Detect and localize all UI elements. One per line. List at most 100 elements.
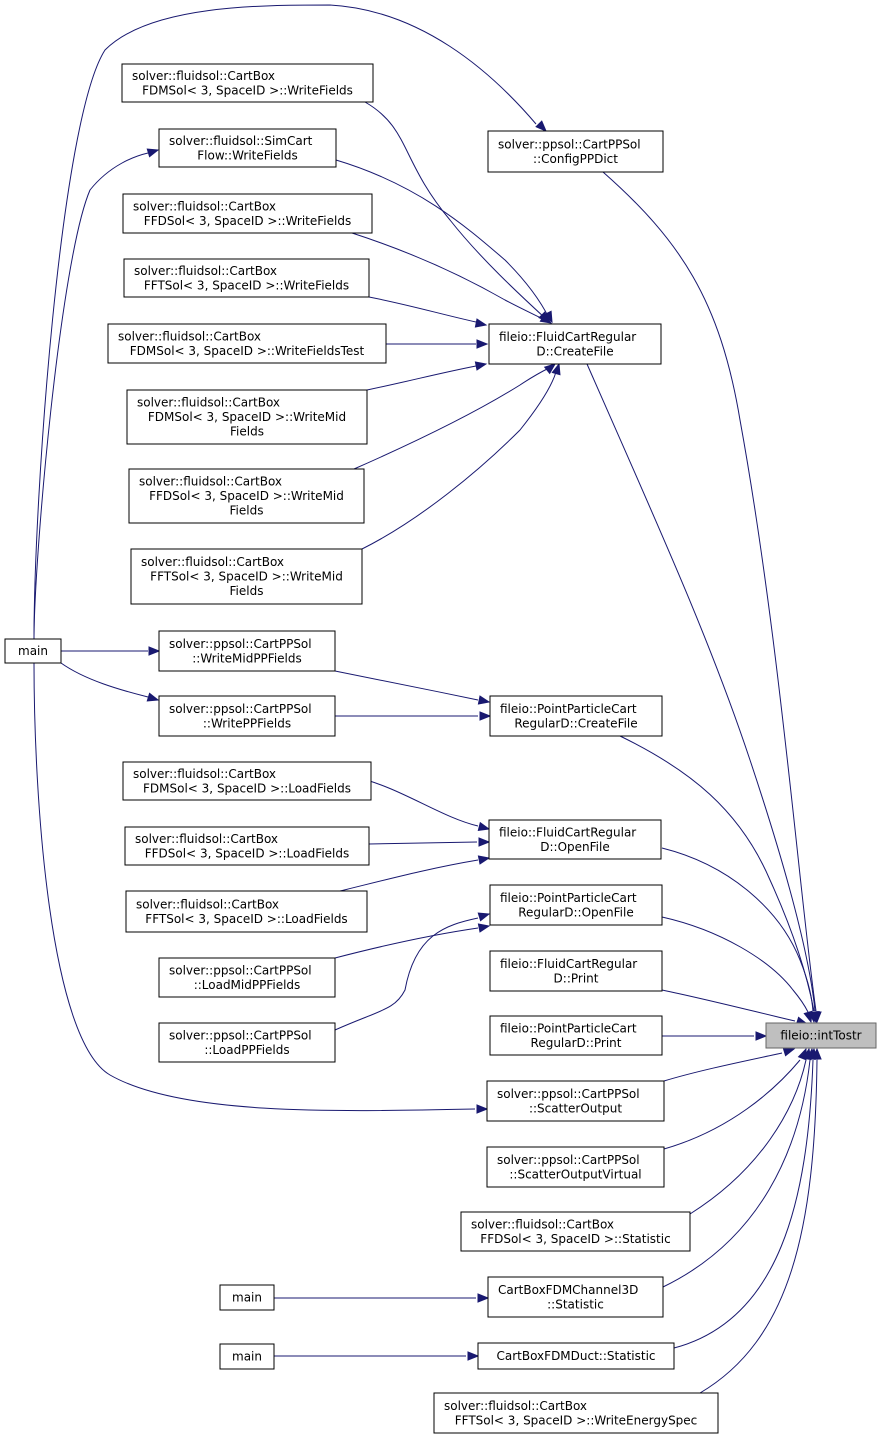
node-box[interactable] bbox=[126, 389, 368, 445]
node-label-line: main bbox=[18, 644, 48, 658]
edge-writeppfields-to-pp_createfile bbox=[335, 711, 492, 721]
node-label-line: ::ConfigPPDict bbox=[533, 152, 618, 166]
node-box[interactable] bbox=[219, 1284, 275, 1311]
edge-arrowhead bbox=[477, 695, 491, 705]
node-main3[interactable]: main bbox=[219, 1343, 275, 1370]
edge-line bbox=[661, 989, 796, 1022]
node-box[interactable] bbox=[487, 130, 664, 173]
node-label-line: CartBoxFDMDuct::Statistic bbox=[496, 1349, 655, 1363]
node-loadppfields[interactable]: solver::ppsol::CartPPSol::LoadPPFields bbox=[158, 1022, 336, 1063]
edge-fdm_loadfields-to-fluid_openfile bbox=[354, 776, 491, 832]
node-scatteroutputvirtual[interactable]: solver::ppsol::CartPPSol::ScatterOutputV… bbox=[486, 1146, 665, 1188]
node-box[interactable] bbox=[128, 468, 365, 524]
edge-line bbox=[368, 841, 478, 845]
node-main2[interactable]: main bbox=[219, 1284, 275, 1311]
node-label-line: FDMSol< 3, SpaceID >::LoadFields bbox=[143, 781, 351, 795]
node-intTostr[interactable]: fileio::intTostr bbox=[765, 1022, 877, 1049]
node-box[interactable] bbox=[124, 826, 370, 866]
node-box[interactable] bbox=[489, 884, 663, 926]
node-configppdict[interactable]: solver::ppsol::CartPPSol::ConfigPPDict bbox=[487, 130, 664, 173]
node-main1[interactable]: main bbox=[4, 638, 62, 664]
node-label-line: Flow::WriteFields bbox=[197, 148, 297, 162]
edge-line bbox=[364, 101, 546, 319]
node-writemidppfields[interactable]: solver::ppsol::CartPPSol::WriteMidPPFiel… bbox=[158, 630, 336, 672]
node-channel_statistic[interactable]: CartBoxFDMChannel3D::Statistic bbox=[487, 1276, 664, 1318]
node-box[interactable] bbox=[158, 1022, 336, 1063]
node-box[interactable] bbox=[125, 890, 368, 933]
node-pp_createfile[interactable]: fileio::PointParticleCartRegularD::Creat… bbox=[489, 695, 663, 737]
edge-main1-to-simcart_writefields bbox=[33, 148, 160, 640]
node-box[interactable] bbox=[486, 1080, 665, 1122]
edge-arrowhead bbox=[803, 1010, 813, 1024]
node-box[interactable] bbox=[158, 695, 336, 737]
nodes-layer: fileio::intTostrmainmainmainsolver::flui… bbox=[4, 63, 877, 1434]
node-box[interactable] bbox=[219, 1343, 275, 1370]
node-label-line: solver::fluidsol::CartBox bbox=[141, 555, 284, 569]
edge-line bbox=[662, 1059, 811, 1288]
edge-main1-to-configppdict bbox=[33, 4, 547, 640]
edge-arrowhead bbox=[146, 692, 160, 702]
node-box[interactable] bbox=[488, 323, 662, 365]
node-scatteroutput[interactable]: solver::ppsol::CartPPSol::ScatterOutput bbox=[486, 1080, 665, 1122]
node-box[interactable] bbox=[477, 1342, 675, 1370]
node-box[interactable] bbox=[121, 63, 374, 103]
node-label-line: solver::fluidsol::SimCart bbox=[169, 134, 313, 148]
node-label-line: fileio::FluidCartRegular bbox=[500, 957, 637, 971]
node-label-line: ::WriteMidPPFields bbox=[192, 651, 302, 665]
node-box[interactable] bbox=[489, 695, 663, 737]
edge-line bbox=[334, 670, 479, 701]
node-box[interactable] bbox=[158, 128, 337, 168]
node-label-line: main bbox=[232, 1291, 262, 1305]
edge-line bbox=[351, 232, 546, 321]
node-box[interactable] bbox=[158, 630, 336, 672]
edge-fft_loadfields-to-fluid_openfile bbox=[339, 855, 491, 892]
node-box[interactable] bbox=[123, 258, 370, 298]
edge-fluid_openfile-to-intTostr bbox=[661, 847, 818, 1024]
edge-arrowhead bbox=[477, 1293, 490, 1303]
node-box[interactable] bbox=[486, 1146, 665, 1188]
node-box[interactable] bbox=[433, 1392, 719, 1434]
node-box[interactable] bbox=[489, 950, 663, 992]
node-box[interactable] bbox=[107, 323, 387, 364]
edge-pp_print-to-intTostr bbox=[662, 1031, 768, 1041]
node-simcart_writefields[interactable]: solver::fluidsol::SimCartFlow::WriteFiel… bbox=[158, 128, 337, 168]
node-box[interactable] bbox=[765, 1022, 877, 1049]
node-box[interactable] bbox=[460, 1211, 691, 1252]
node-label-line: solver::fluidsol::CartBox bbox=[133, 199, 276, 213]
node-box[interactable] bbox=[158, 957, 336, 998]
node-loadmidppfields[interactable]: solver::ppsol::CartPPSol::LoadMidPPField… bbox=[158, 957, 336, 998]
node-pp_openfile[interactable]: fileio::PointParticleCartRegularD::OpenF… bbox=[489, 884, 663, 926]
node-box[interactable] bbox=[130, 548, 363, 605]
edge-arrowhead bbox=[477, 855, 491, 865]
node-label-line: solver::fluidsol::CartBox bbox=[118, 329, 261, 343]
node-duct_statistic[interactable]: CartBoxFDMDuct::Statistic bbox=[477, 1342, 675, 1370]
edge-line bbox=[60, 662, 149, 698]
node-box[interactable] bbox=[4, 638, 62, 664]
node-box[interactable] bbox=[487, 1276, 664, 1318]
node-label-line: Fields bbox=[230, 425, 264, 439]
node-label-line: solver::ppsol::CartPPSol bbox=[169, 963, 312, 977]
node-box[interactable] bbox=[122, 193, 373, 234]
node-writeppfields[interactable]: solver::ppsol::CartPPSol::WritePPFields bbox=[158, 695, 336, 737]
node-label-line: FFTSol< 3, SpaceID >::WriteMid bbox=[150, 570, 343, 584]
edge-arrowhead bbox=[467, 1351, 480, 1361]
node-box[interactable] bbox=[488, 819, 662, 860]
node-box[interactable] bbox=[489, 1015, 663, 1056]
node-box[interactable] bbox=[122, 761, 372, 801]
